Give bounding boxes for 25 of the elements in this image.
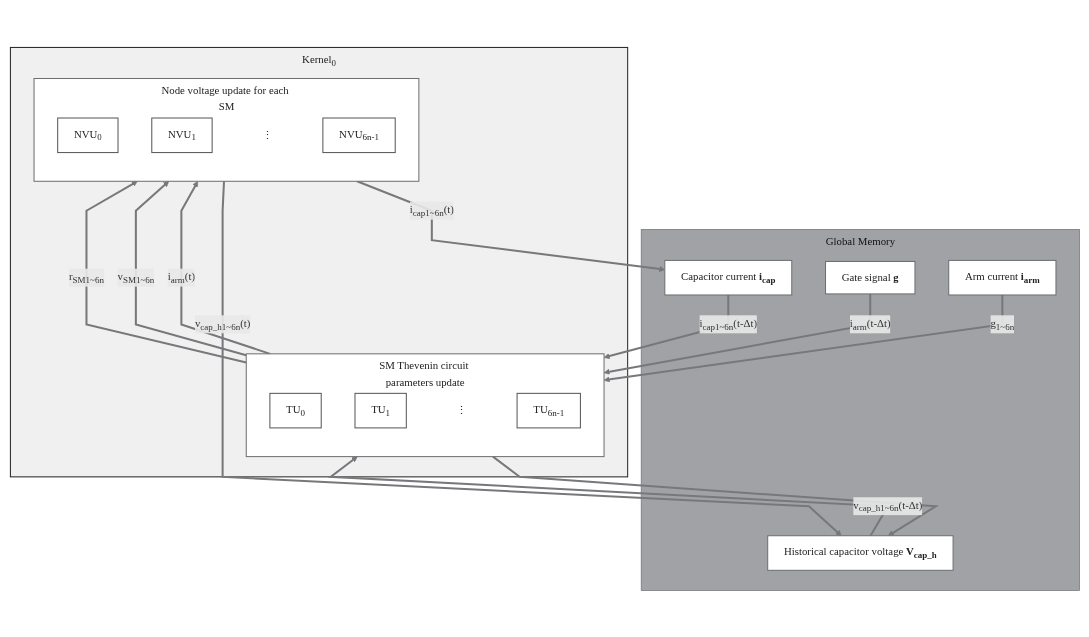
- node-box: NVU$_{0}$: [56, 117, 119, 153]
- label: ⋮: [261, 128, 273, 141]
- node-box: NVU$_{1}$: [150, 117, 213, 153]
- edge-label: r$_{SM1~6n}$: [68, 270, 104, 285]
- node-box: Arm current i$_{arm}$: [947, 259, 1056, 295]
- edge-label: i$_{arm}$(t-Δt): [849, 316, 891, 332]
- label: ⋮: [455, 404, 467, 416]
- edge-label: g$_{1~6n}$: [989, 316, 1014, 332]
- node-box: TU$_{6n-1}$: [516, 392, 581, 428]
- node-box: NVU$_{6n-1}$: [321, 117, 396, 153]
- node-box: TU$_{1}$: [354, 392, 407, 428]
- arrow: [84, 180, 246, 363]
- arrow: [356, 179, 665, 272]
- node-box: Historical capacitor voltage V$_{cap_h}$: [766, 534, 954, 571]
- node-box: TU$_{0}$: [268, 392, 322, 428]
- arrow: [221, 180, 842, 536]
- edge-label: i$_{cap1~6n}$(t-Δt): [698, 316, 757, 332]
- edge-label: v$_{cap_h1~6n}$(t): [194, 316, 250, 332]
- edge-label: v$_{SM1~6n}$: [116, 270, 154, 285]
- arrow: [179, 180, 270, 355]
- edge-label: i$_{arm}$(t): [167, 270, 195, 285]
- edge-label: i$_{cap1~6n}$(t): [409, 203, 454, 218]
- node-box: Gate signal g: [824, 260, 915, 294]
- edge-label: v$_{cap_h1~6n}$(t-Δt): [852, 498, 922, 513]
- node-box: Capacitor current i$_{cap}$: [663, 259, 792, 295]
